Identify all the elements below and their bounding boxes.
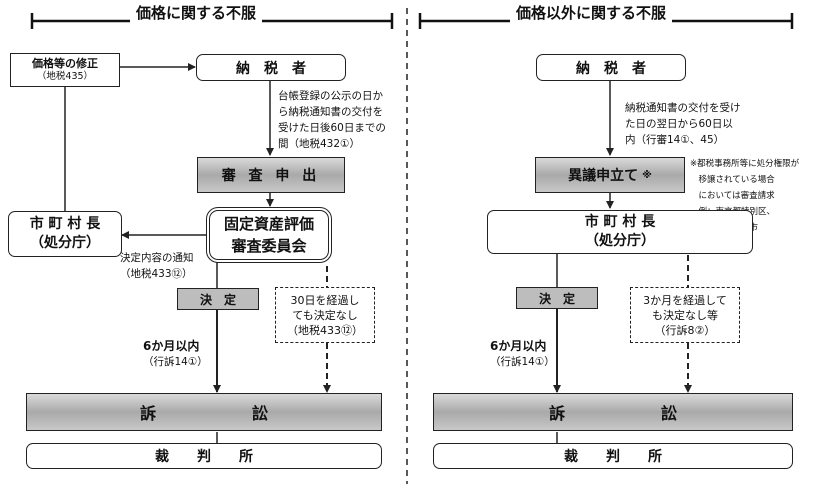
right-header-title: 価格以外に関する不服 bbox=[510, 2, 673, 23]
right-six-months: 6か月以内 bbox=[490, 339, 547, 353]
left-lawsuit-box: 訴 訟 bbox=[26, 393, 382, 431]
decision-notice-note: 決定内容の通知 （地税433⑫） bbox=[120, 252, 194, 280]
left-header-title: 価格に関する不服 bbox=[130, 2, 263, 23]
right-mayor-box: 市 町 村 長 （処分庁） bbox=[487, 210, 753, 254]
correction-box: 価格等の修正 （地税435） bbox=[10, 53, 120, 87]
objection-mark: ※ bbox=[642, 169, 652, 181]
review-request-box: 審 査 申 出 bbox=[197, 157, 345, 193]
committee-box: 固定資産評価 審査委員会 bbox=[206, 207, 332, 263]
correction-ref: （地税435） bbox=[36, 71, 94, 82]
objection-label: 異議申立て bbox=[568, 168, 639, 184]
right-decision-box: 決 定 bbox=[516, 287, 598, 309]
right-taxpayer-box: 納 税 者 bbox=[536, 54, 686, 81]
right-no-decision-box: 3か月を経過して も決定なし等 （行訴8②） bbox=[630, 287, 740, 343]
left-six-months: 6か月以内 bbox=[143, 339, 200, 353]
left-decision-box: 決 定 bbox=[177, 288, 259, 310]
left-mayor-box: 市 町 村 長 （処分庁） bbox=[8, 211, 122, 257]
right-period-note: 納税通知書の交付を受け た日の翌日から60日以 内（行審14①、45） bbox=[625, 102, 741, 146]
objection-box: 異議申立て ※ bbox=[535, 157, 685, 193]
left-taxpayer-box: 納 税 者 bbox=[196, 54, 346, 81]
left-period-note: 台帳登録の公示の日か ら納税通知書の交付を 受けた日後60日までの 間（地税43… bbox=[278, 90, 386, 150]
left-six-months-ref: （行訴14①） bbox=[143, 356, 208, 368]
right-lawsuit-box: 訴 訟 bbox=[433, 393, 793, 431]
left-court-box: 裁 判 所 bbox=[26, 443, 382, 469]
correction-label: 価格等の修正 bbox=[32, 57, 98, 70]
left-no-decision-box: 30日を経過し ても決定なし （地税433⑫） bbox=[275, 287, 375, 343]
right-six-months-ref: （行訴14①） bbox=[490, 356, 555, 368]
right-court-box: 裁 判 所 bbox=[433, 443, 793, 469]
